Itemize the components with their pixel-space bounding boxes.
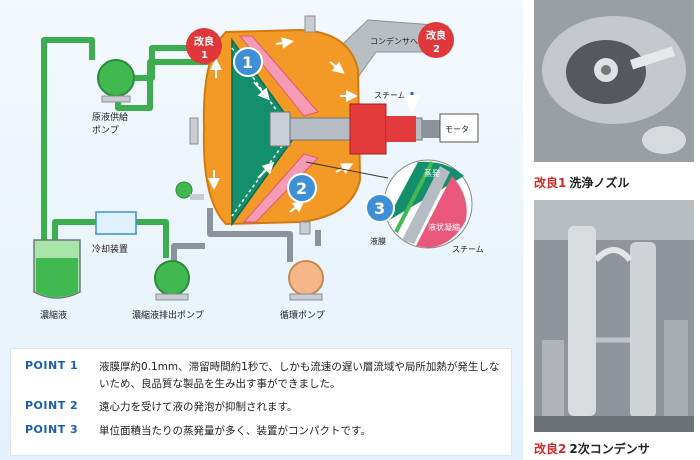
point-3-text: 単位面積当たりの蒸発量が多く、装置がコンパクトです。: [99, 425, 371, 437]
motor-label: モータ: [445, 125, 469, 134]
points-box: POINT 1 液膜厚約0.1mm、滞留時間約1秒で、しかも流速の遅い層流域や局…: [10, 348, 512, 456]
concentrate-label: 濃縮液: [40, 309, 67, 321]
nozzle-photo: [534, 0, 694, 162]
condenser-photo: [534, 200, 694, 432]
marker-2: 2: [287, 173, 317, 203]
svg-text:改良: 改良: [194, 35, 214, 48]
to-condenser-label: コンデンサへ: [370, 36, 418, 46]
cooler: [95, 211, 137, 235]
marker-3: 3: [365, 193, 395, 223]
feed-pump: [97, 59, 135, 103]
flow-arrows: [208, 37, 358, 213]
evaporation-label: 蒸発: [424, 168, 440, 178]
point-2-text: 遠心力を受けて液の発泡が抑制されます。: [99, 401, 298, 413]
evaporator-diagram: コンデンサへ スチーム モータ 1 2 改良: [33, 15, 484, 321]
point-1-label: POINT 1: [25, 359, 79, 372]
svg-text:改良: 改良: [426, 29, 446, 42]
circulation-pump: [288, 260, 324, 301]
motor-coupling: [422, 120, 440, 138]
return-piping: [171, 208, 321, 262]
svg-text:1: 1: [242, 53, 253, 72]
svg-text:3: 3: [374, 199, 385, 218]
svg-text:1: 1: [201, 50, 208, 61]
point-3-label: POINT 3: [25, 423, 79, 436]
shaft-hub: [269, 111, 291, 147]
point-1-text: 液膜厚約0.1mm、滞留時間約1秒で、しかも流速の遅い層流域や局所加熱が発生しな…: [99, 361, 500, 390]
diagram-panel: コンデンサへ スチーム モータ 1 2 改良: [0, 0, 523, 460]
point-2-label: POINT 2: [25, 399, 79, 412]
feed-piping: [41, 37, 232, 258]
steam-detail-label: スチーム: [452, 245, 484, 254]
motor: [439, 113, 479, 143]
concentrate-pump-label: 濃縮液排出ポンプ: [132, 309, 204, 321]
vessel-bottom-nozzle: [299, 221, 311, 235]
film-condensation-label: 液状凝縮: [428, 222, 460, 232]
marker-1: 1: [233, 47, 263, 77]
rotor-cone: [231, 37, 299, 227]
steam-pipe: [386, 116, 416, 142]
cooler-label: 冷却装置: [92, 243, 128, 255]
photo-2-tag: 改良2: [534, 442, 567, 456]
feed-pump-label-2: ポンプ: [92, 125, 119, 136]
concentrate-discharge-pump: [154, 260, 190, 301]
callout-line: [305, 161, 389, 179]
concentrate-tank: [33, 239, 81, 299]
steam-label: スチーム: [374, 91, 406, 100]
liquid-film-label: 液膜: [370, 236, 386, 246]
photo-1-tag: 改良1: [534, 176, 567, 190]
detail-callout: [383, 159, 473, 249]
steam-jacket-lower: [242, 153, 319, 223]
kairyo-1-badge: 改良 1: [186, 28, 222, 64]
circulation-pump-label: 循環ポンプ: [280, 309, 325, 321]
svg-text:2: 2: [296, 179, 307, 198]
feed-pump-label-1: 原液供給: [92, 111, 128, 123]
vessel-left-flange: [189, 117, 199, 145]
photo-2-caption-text: 2次コンデンサ: [569, 442, 650, 456]
side-fitting-base: [190, 194, 204, 200]
vessel-top-nozzle: [304, 15, 316, 33]
kairyo-2-badge: 改良 2: [418, 22, 454, 58]
svg-text:2: 2: [433, 44, 440, 55]
photo-1-caption-text: 洗浄ノズル: [569, 176, 630, 190]
side-fitting: [175, 181, 193, 199]
steam-inlet: [349, 103, 387, 155]
